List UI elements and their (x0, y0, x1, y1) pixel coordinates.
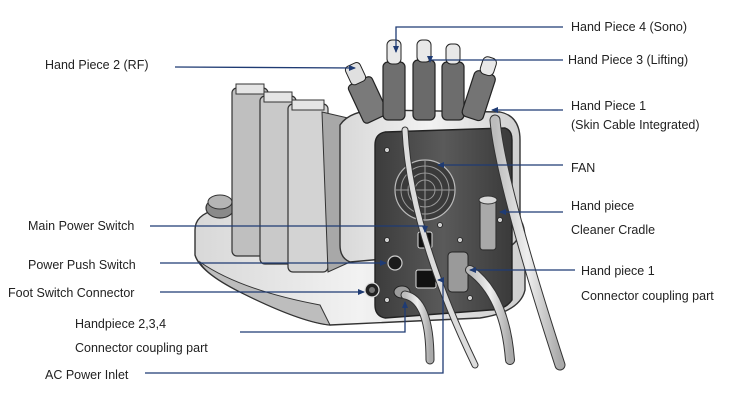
label-handpiece-234-sub: Connector coupling part (75, 341, 208, 355)
label-power-push-switch: Power Push Switch (28, 258, 136, 272)
handpieces (344, 39, 497, 124)
rear-knob (205, 194, 235, 219)
callout-main-power-switch (150, 225, 428, 233)
cables (400, 114, 566, 371)
callout-hand-piece-4 (393, 26, 563, 53)
label-foot-switch-connector: Foot Switch Connector (8, 286, 135, 300)
callout-hand-piece-3 (427, 56, 563, 63)
hand-piece-1-connector (447, 251, 469, 293)
label-main-power-switch: Main Power Switch (28, 219, 135, 233)
callout-hand-piece-2 (174, 64, 356, 71)
callout-lines (145, 26, 575, 374)
label-ac-power-inlet: AC Power Inlet (45, 368, 129, 382)
label-hand-piece-3: Hand Piece 3 (Lifting) (568, 53, 689, 67)
handpiece-holders (231, 83, 351, 273)
fan-grille (394, 159, 456, 221)
label-cleaner-cradle-2: Cleaner Cradle (571, 223, 656, 237)
label-cleaner-cradle-1: Hand piece (571, 199, 635, 213)
label-hand-piece-2: Hand Piece 2 (RF) (45, 58, 149, 72)
callout-handpiece-234-connector (240, 301, 408, 333)
label-hand-piece-4: Hand Piece 4 (Sono) (571, 20, 688, 34)
label-hand-piece-1-sub: (Skin Cable Integrated) (571, 118, 700, 132)
callout-ac-power-inlet (145, 277, 444, 374)
label-hp1-coupling: Hand piece 1 (581, 264, 655, 278)
label-hp1-coupling-sub: Connector coupling part (581, 289, 714, 303)
label-fan: FAN (571, 161, 596, 175)
power-push-switch (387, 255, 403, 271)
label-hand-piece-1: Hand Piece 1 (571, 99, 647, 113)
cleaner-cradle (478, 195, 498, 251)
label-handpiece-234: Handpiece 2,3,4 (75, 317, 167, 331)
